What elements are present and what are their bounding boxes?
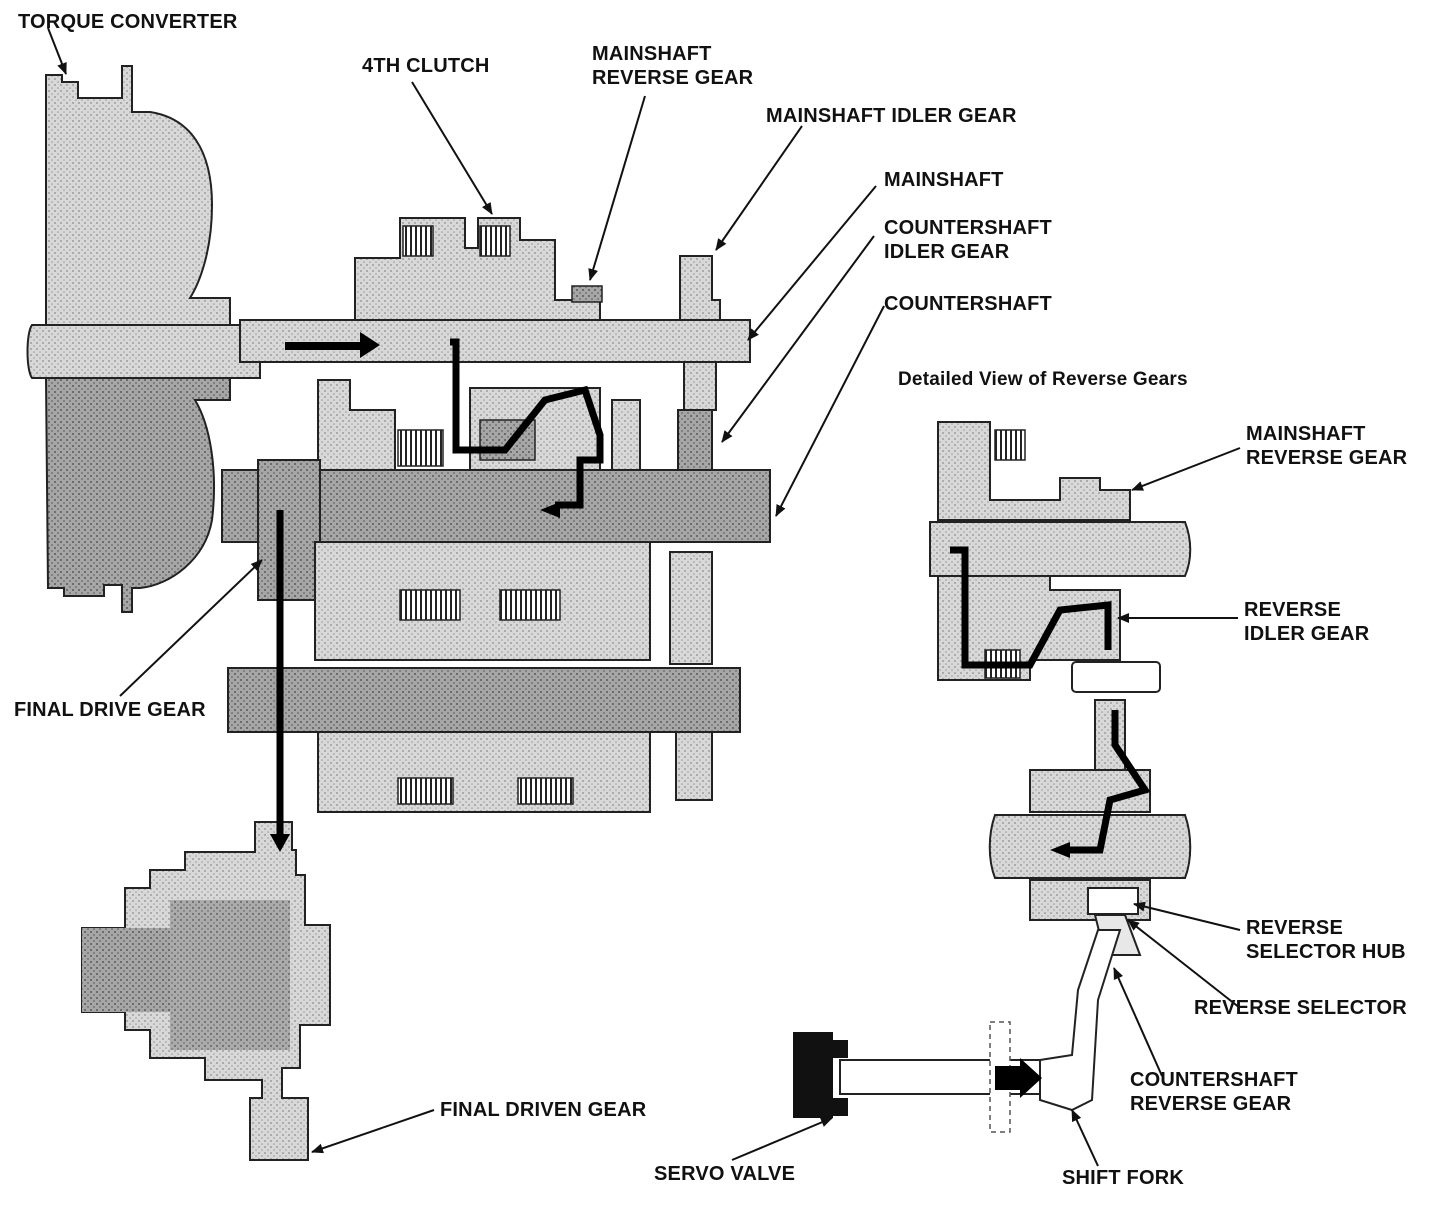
label-countershaft-idler-gear-line1: COUNTERSHAFT — [884, 217, 1052, 239]
label-servo-valve: SERVO VALVE — [654, 1163, 796, 1185]
label-reverse-selector-hub-line2: SELECTOR HUB — [1246, 941, 1406, 963]
label-4th-clutch: 4TH CLUTCH — [362, 55, 490, 77]
label-detail-mainshaft-reverse-gear-line1: MAINSHAFT — [1246, 423, 1366, 445]
label-reverse-idler-gear-line1: REVERSE — [1244, 599, 1341, 621]
label-final-driven-gear: FINAL DRIVEN GEAR — [440, 1099, 647, 1121]
torque-converter-body — [26, 65, 261, 613]
label-mainshaft: MAINSHAFT — [884, 169, 1004, 191]
secondary-shaft-body — [227, 667, 741, 813]
label-countershaft-reverse-gear-line1: COUNTERSHAFT — [1130, 1069, 1298, 1091]
label-mainshaft-reverse-gear-line2: REVERSE GEAR — [592, 67, 754, 89]
label-final-drive-gear: FINAL DRIVE GEAR — [14, 699, 206, 721]
leader-lines — [47, 27, 1241, 1167]
label-reverse-idler-gear-line2: IDLER GEAR — [1244, 623, 1370, 645]
flow-arrow-final-drive — [270, 834, 290, 852]
label-countershaft-reverse-gear: COUNTERSHAFT REVERSE GEAR — [1130, 1068, 1298, 1116]
flow-arrow-mainshaft — [285, 332, 380, 358]
label-torque-converter: TORQUE CONVERTER — [18, 11, 238, 33]
label-shift-fork: SHIFT FORK — [1062, 1167, 1184, 1189]
mainshaft-body — [239, 217, 751, 411]
label-countershaft-reverse-gear-line2: REVERSE GEAR — [1130, 1093, 1292, 1115]
label-reverse-idler-gear: REVERSE IDLER GEAR — [1244, 598, 1369, 646]
label-countershaft: COUNTERSHAFT — [884, 293, 1052, 315]
flow-arrow-countershaft — [540, 502, 560, 518]
label-reverse-selector: REVERSE SELECTOR — [1194, 997, 1407, 1019]
label-reverse-selector-hub-line1: REVERSE — [1246, 917, 1343, 939]
label-mainshaft-reverse-gear-line1: MAINSHAFT — [592, 43, 712, 65]
label-detail-caption: Detailed View of Reverse Gears — [898, 369, 1188, 390]
label-countershaft-idler-gear: COUNTERSHAFT IDLER GEAR — [884, 216, 1052, 264]
detail-view-reverse-gears — [793, 421, 1192, 1133]
label-reverse-selector-hub: REVERSE SELECTOR HUB — [1246, 916, 1406, 964]
flow-arrow-detail-countershaft — [1050, 842, 1070, 858]
final-driven-gear-body — [81, 821, 331, 1161]
power-flow-path-main — [276, 338, 604, 838]
countershaft-body — [221, 379, 771, 665]
power-flow-path-detail — [950, 546, 1151, 854]
label-mainshaft-idler-gear: MAINSHAFT IDLER GEAR — [766, 105, 1017, 127]
flow-arrow-servo — [995, 1058, 1042, 1098]
label-detail-mainshaft-reverse-gear: MAINSHAFT REVERSE GEAR — [1246, 422, 1407, 470]
label-detail-mainshaft-reverse-gear-line2: REVERSE GEAR — [1246, 447, 1408, 469]
label-countershaft-idler-gear-line2: IDLER GEAR — [884, 241, 1010, 263]
label-mainshaft-reverse-gear: MAINSHAFT REVERSE GEAR — [592, 42, 753, 90]
